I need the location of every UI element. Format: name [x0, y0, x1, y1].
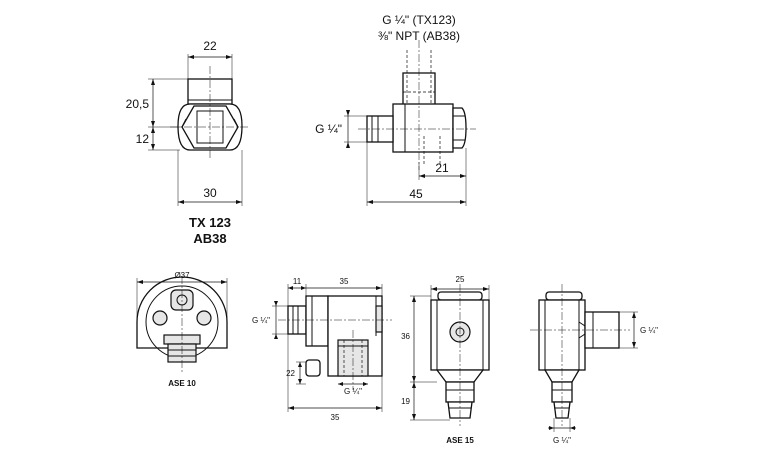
dim-ase10-body-length: 35 — [340, 277, 349, 286]
tx123-front-view — [170, 66, 250, 160]
tx123-thread-note-1: G ¼" (TX123) — [382, 13, 456, 27]
dim-ase10-height: 22 — [286, 369, 295, 378]
ase10-front-view — [136, 276, 228, 372]
ase15-caption: ASE 15 — [446, 436, 474, 445]
ase15-side-thread-label: G ¼" — [640, 326, 658, 335]
ase15-front-view — [430, 284, 490, 426]
dim-tx123-width: 22 — [203, 39, 217, 53]
dim-tx123-upper-height: 20,5 — [126, 97, 150, 111]
dim-ase10-total-length: 35 — [331, 413, 340, 422]
dim-ase15-stem-height: 19 — [401, 397, 410, 406]
tx123-caption-line2: AB38 — [193, 231, 226, 246]
tx123-side-view — [358, 40, 476, 170]
dim-tx123-overall-width: 30 — [203, 186, 217, 200]
ase10-side-view — [278, 295, 392, 390]
ase10-side-dimensions — [272, 284, 383, 412]
dim-tx123-overall-length: 45 — [409, 187, 423, 201]
tx123-side-dimensions — [344, 110, 467, 206]
dim-tx123-offset: 21 — [435, 161, 449, 175]
dim-ase15-width: 25 — [456, 275, 465, 284]
ase15-side-dimensions — [548, 311, 638, 432]
dim-tx123-lower-height: 12 — [136, 132, 150, 146]
ase10-caption: ASE 10 — [168, 379, 196, 388]
tx123-front-dimensions — [148, 54, 243, 206]
dim-ase10-diameter: Ø37 — [174, 271, 190, 280]
ase10-bottom-thread-label: G ¼" — [344, 387, 362, 396]
ase10-side-thread-label: G ¼" — [252, 316, 270, 325]
ase15-dimensions — [410, 285, 490, 421]
ase15-side-view — [530, 284, 630, 426]
tx123-caption-line1: TX 123 — [189, 215, 231, 230]
dim-ase10-thread-length: 11 — [293, 277, 302, 286]
ase15-bottom-thread-label: G ¼" — [553, 436, 571, 445]
dim-ase15-body-height: 36 — [401, 332, 410, 341]
ase10-dimensions — [136, 278, 228, 320]
tx123-thread-note-2: ⅜" NPT (AB38) — [378, 29, 460, 43]
tx123-side-thread-label: G ¼" — [315, 122, 342, 136]
